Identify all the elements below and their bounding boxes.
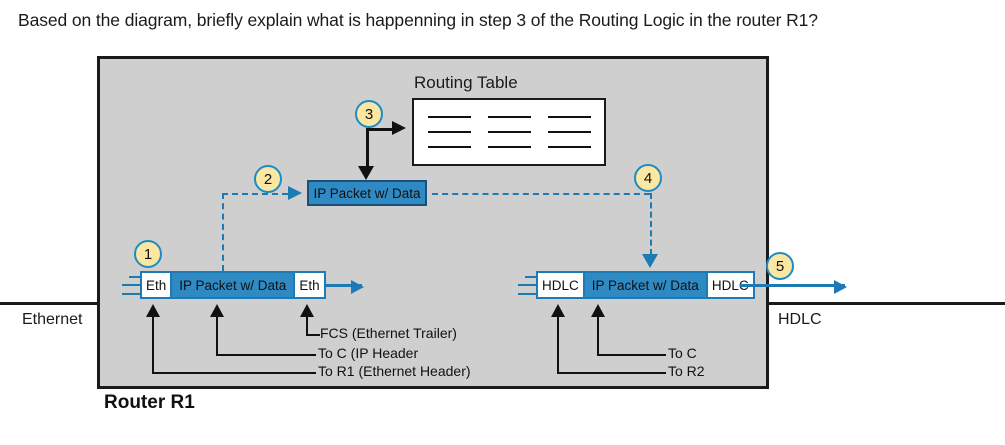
question-text: Based on the diagram, briefly explain wh… xyxy=(18,10,818,30)
callout-arrow-to-r2 xyxy=(551,304,565,317)
routing-table-entry xyxy=(487,115,531,118)
hdlc-frame: HDLC IP Packet w/ Data HDLC xyxy=(536,271,755,299)
callout-arrow-eth-header xyxy=(146,304,160,317)
step-marker-3: 3 xyxy=(355,100,383,128)
ethernet-frame: Eth IP Packet w/ Data Eth xyxy=(140,271,326,299)
step2-dashed-horizontal xyxy=(222,193,288,195)
step3-arrow-horizontal-line xyxy=(366,128,394,131)
callout-leader-ip-horizontal xyxy=(216,354,316,356)
callout-label-to-r2: To R2 xyxy=(668,363,705,379)
routing-table-entry xyxy=(487,130,531,133)
callout-leader-toc-horizontal xyxy=(597,354,666,356)
routing-table-entry xyxy=(427,115,471,118)
hdlc-media-label: HDLC xyxy=(778,311,822,328)
callout-leader-toc-vertical xyxy=(597,316,599,354)
routing-table-grid xyxy=(424,109,594,155)
routing-table-box xyxy=(412,98,606,166)
callout-label-ip-header: To C (IP Header xyxy=(318,345,419,361)
step-marker-4: 4 xyxy=(634,164,662,192)
routing-table-title: Routing Table xyxy=(414,73,518,92)
routing-table-entry xyxy=(547,115,591,118)
hdlc-flow-arrow xyxy=(740,280,847,294)
ethernet-frame-header: Eth xyxy=(142,273,173,297)
step4-dashed-horizontal xyxy=(432,193,650,195)
callout-arrow-ip-header xyxy=(210,304,224,317)
callout-leader-eth-vertical xyxy=(152,316,154,372)
ip-packet-box: IP Packet w/ Data xyxy=(307,180,427,206)
step-marker-1: 1 xyxy=(134,240,162,268)
ethernet-flow-arrow xyxy=(324,280,364,294)
hdlc-frame-header: HDLC xyxy=(538,273,585,297)
hdlc-interface-connector-icon xyxy=(518,272,536,298)
callout-label-to-c: To C xyxy=(668,345,697,361)
callout-leader-tor2-horizontal xyxy=(557,372,666,374)
step4-dashed-vertical xyxy=(650,193,652,255)
step2-arrowhead xyxy=(288,186,302,200)
callout-leader-fcs-horizontal xyxy=(306,334,320,336)
callout-leader-fcs-vertical xyxy=(306,316,308,334)
step-marker-2: 2 xyxy=(254,165,282,193)
ethernet-media-label: Ethernet xyxy=(22,311,83,328)
callout-arrow-to-c xyxy=(591,304,605,317)
ethernet-frame-trailer: Eth xyxy=(293,273,324,297)
ethernet-frame-payload: IP Packet w/ Data xyxy=(179,277,287,293)
step-marker-5: 5 xyxy=(766,252,794,280)
callout-arrow-fcs xyxy=(300,304,314,317)
step3-arrowhead-to-packet xyxy=(358,166,374,180)
ethernet-interface-connector-icon xyxy=(122,272,140,298)
hdlc-frame-payload: IP Packet w/ Data xyxy=(591,277,699,293)
step3-arrow-vertical-line xyxy=(366,128,369,168)
routing-table-entry xyxy=(427,130,471,133)
routing-table-entry xyxy=(487,146,531,149)
callout-label-fcs: FCS (Ethernet Trailer) xyxy=(320,325,457,341)
callout-leader-eth-horizontal xyxy=(152,372,316,374)
routing-table-entry xyxy=(547,146,591,149)
callout-leader-ip-vertical xyxy=(216,316,218,354)
step2-dashed-vertical xyxy=(222,193,224,271)
routing-table-entry xyxy=(427,146,471,149)
step3-arrowhead-to-routing-table xyxy=(392,121,406,135)
hdlc-media-line xyxy=(766,302,1005,305)
ethernet-media-line xyxy=(0,302,100,305)
step4-arrowhead xyxy=(642,254,658,268)
router-caption: Router R1 xyxy=(104,392,195,413)
routing-table-entry xyxy=(547,130,591,133)
callout-leader-tor2-vertical xyxy=(557,316,559,372)
callout-label-eth-header: To R1 (Ethernet Header) xyxy=(318,363,471,379)
